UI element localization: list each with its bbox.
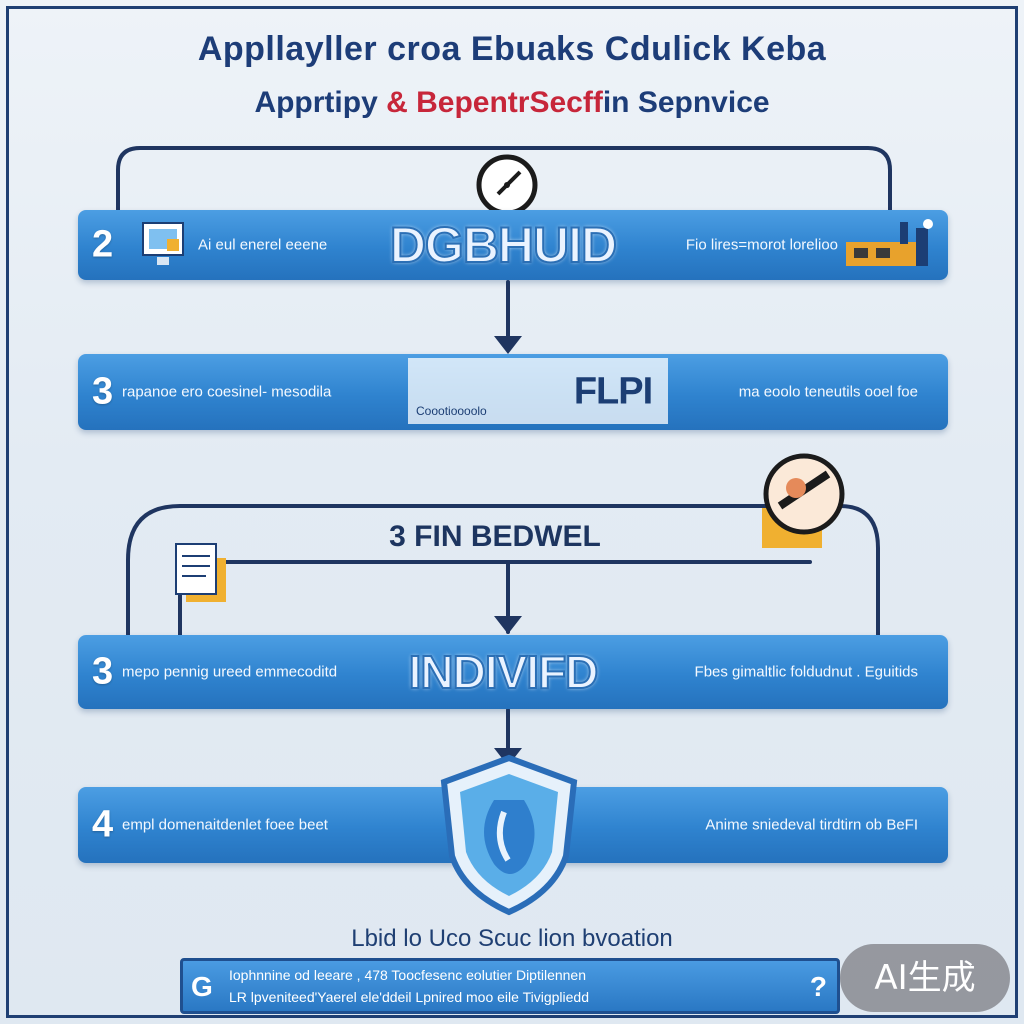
subtitle-part-b: in Sepnvice bbox=[602, 86, 770, 119]
page-subtitle: Apprtipy & BepentrSecffin Sepnvice bbox=[0, 86, 1024, 120]
step-band-1: 2 Ai eul enerel eeene DGBHUID Fio lires=… bbox=[78, 210, 948, 280]
step-band-3: 3 mepo pennig ureed emmecoditd INDIVIFD … bbox=[78, 635, 948, 709]
step-logo-text: INDIVIFD bbox=[408, 645, 600, 699]
middle-label: 3 FIN BEDWEL bbox=[389, 520, 601, 553]
step-logo-text: DGBHUID bbox=[389, 216, 618, 274]
ai-generated-badge: AI生成 bbox=[840, 944, 1010, 1012]
step-left-text: Ai eul enerel eeene bbox=[198, 236, 328, 254]
outer-frame bbox=[6, 6, 1018, 1018]
stopwatch-icon bbox=[474, 152, 540, 218]
footer-left-glyph: G bbox=[191, 971, 213, 1002]
document-stack-icon bbox=[166, 538, 236, 608]
step-left-text: rapanoe ero coesinel- mesodila bbox=[122, 383, 332, 401]
step-right-text: Fio lires=morot lorelioo bbox=[685, 236, 838, 254]
step-left-text: mepo pennig ureed emmecoditd bbox=[122, 663, 338, 681]
page-title: Appllayller croa Ebuaks Cdulick Keba bbox=[197, 30, 827, 68]
step-left-text: empl domenaitdenlet foee beet bbox=[122, 816, 328, 834]
bottom-subtitle: Lbid lo Uco Scuc lion bvoation bbox=[351, 925, 673, 952]
step-number: 3 bbox=[92, 370, 114, 413]
step-right-text: Fbes gimaltlic foldudnut . Eguitids bbox=[694, 663, 918, 681]
no-tool-icon bbox=[752, 448, 852, 558]
subtitle-part-a: Apprtipy bbox=[254, 86, 387, 119]
footer-band: G Iophnnine od leeare , 478 Toocfesenc e… bbox=[180, 958, 840, 1014]
step-band-2: 3 rapanoe ero coesinel- mesodila Coootio… bbox=[78, 354, 948, 430]
step-number: 4 bbox=[92, 803, 114, 846]
step-right-text: ma eoolo teneutils ooel foe bbox=[738, 383, 918, 401]
logo-panel-left: Coootioooolo bbox=[408, 358, 558, 424]
footer-line-1: Iophnnine od leeare , 478 Toocfesenc eol… bbox=[229, 967, 586, 983]
step-number: 2 bbox=[92, 223, 114, 266]
step-right-text: Anime sniedeval tirdtirn ob BeFI bbox=[705, 816, 918, 834]
shield-icon bbox=[434, 752, 584, 918]
computer-icon bbox=[138, 214, 188, 276]
logo-caption: Coootioooolo bbox=[416, 404, 487, 418]
logo-panel-right bbox=[558, 358, 668, 424]
step-logo-text: FLPI bbox=[573, 370, 653, 413]
footer-line-2: LR lpveniteed'Yaerel ele'ddeil Lpnired m… bbox=[229, 989, 589, 1005]
factory-icon bbox=[840, 214, 940, 276]
step-number: 3 bbox=[92, 650, 114, 693]
footer-right-glyph: ? bbox=[809, 971, 827, 1002]
subtitle-part-red: & BepentrSecff bbox=[386, 86, 603, 119]
